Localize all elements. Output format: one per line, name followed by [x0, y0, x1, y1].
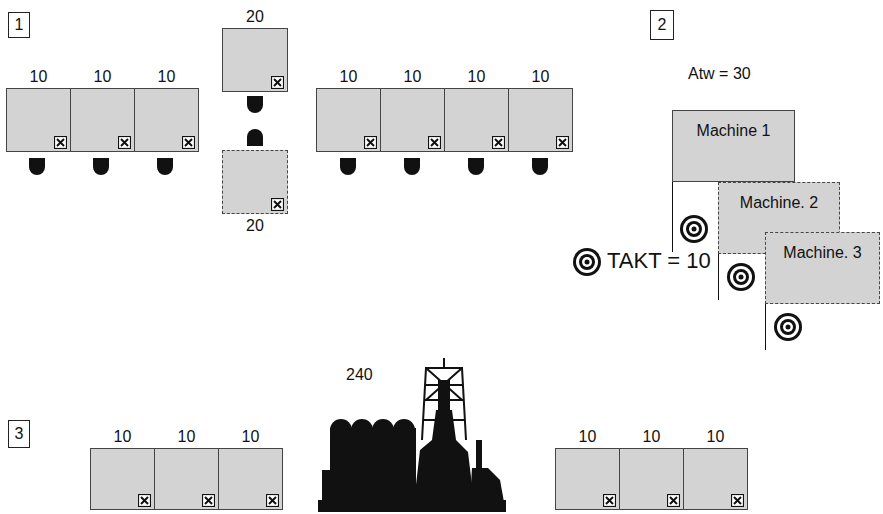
station-mark: [266, 494, 279, 507]
panel-number: 3: [15, 424, 24, 443]
station-mark: [428, 136, 441, 149]
workstation-box: 10: [444, 88, 509, 152]
machine-name: Machine. 2: [740, 194, 818, 211]
machine-box: Machine 1: [672, 110, 795, 182]
cycle-time: 10: [509, 67, 572, 86]
cycle-time: 10: [381, 67, 444, 86]
cycle-time: 10: [684, 427, 747, 446]
cycle-time: 10: [155, 427, 218, 446]
workstation-box: 10: [218, 448, 283, 510]
workstation-box: 20: [222, 150, 288, 214]
takt-target: [727, 263, 755, 291]
station-mark: [54, 136, 67, 149]
panel-number-box: 1: [8, 12, 30, 38]
station-mark: [492, 136, 505, 149]
station-mark: [271, 76, 284, 89]
factory-silhouette: [318, 380, 506, 512]
takt-target: [573, 248, 601, 276]
workstation-box: 10: [316, 88, 381, 152]
workstation-box: 10: [380, 88, 445, 152]
cycle-time: 10: [135, 67, 198, 86]
station-mark: [364, 136, 377, 149]
workstation-box: 10: [6, 88, 71, 152]
machine-name: Machine 1: [697, 122, 771, 139]
takt-target: [774, 313, 802, 341]
cycle-time: 10: [445, 67, 508, 86]
cycle-time: 10: [71, 67, 134, 86]
machine-name: Machine. 3: [783, 244, 861, 261]
cycle-time: 20: [223, 7, 287, 26]
panel-number: 1: [15, 15, 24, 34]
takt-target: [680, 215, 708, 243]
workstation-box: 10: [508, 88, 573, 152]
workstation-box: 20: [222, 28, 288, 92]
station-mark: [182, 136, 195, 149]
cycle-time: 10: [620, 427, 683, 446]
workstation-box: 10: [134, 88, 199, 152]
workstation-box: 10: [90, 448, 155, 510]
capacity-label: 240: [346, 365, 373, 384]
cycle-time: 10: [317, 67, 380, 86]
station-mark: [202, 494, 215, 507]
station-mark: [271, 198, 284, 211]
furnace-frame: [422, 358, 466, 440]
station-mark: [556, 136, 569, 149]
panel-number-box: 3: [8, 420, 30, 448]
takt-label: TAKT = 10: [607, 248, 711, 274]
station-mark: [667, 494, 680, 507]
workstation-box: 10: [619, 448, 684, 510]
station-mark: [138, 494, 151, 507]
station-mark: [603, 494, 616, 507]
workstation-box: 10: [154, 448, 219, 510]
machine-box: Machine. 3: [765, 232, 880, 304]
workstation-box: 10: [683, 448, 748, 510]
workstation-box: 10: [70, 88, 135, 152]
panel-number: 2: [658, 15, 667, 34]
cycle-time-label: Atw = 30: [688, 64, 751, 83]
cycle-time: 20: [223, 216, 287, 235]
cycle-time: 10: [7, 67, 70, 86]
station-mark: [731, 494, 744, 507]
workstation-box: 10: [555, 448, 620, 510]
station-mark: [118, 136, 131, 149]
cycle-time: 10: [556, 427, 619, 446]
cycle-time: 10: [91, 427, 154, 446]
cycle-time: 10: [219, 427, 282, 446]
panel-number-box: 2: [650, 10, 674, 40]
